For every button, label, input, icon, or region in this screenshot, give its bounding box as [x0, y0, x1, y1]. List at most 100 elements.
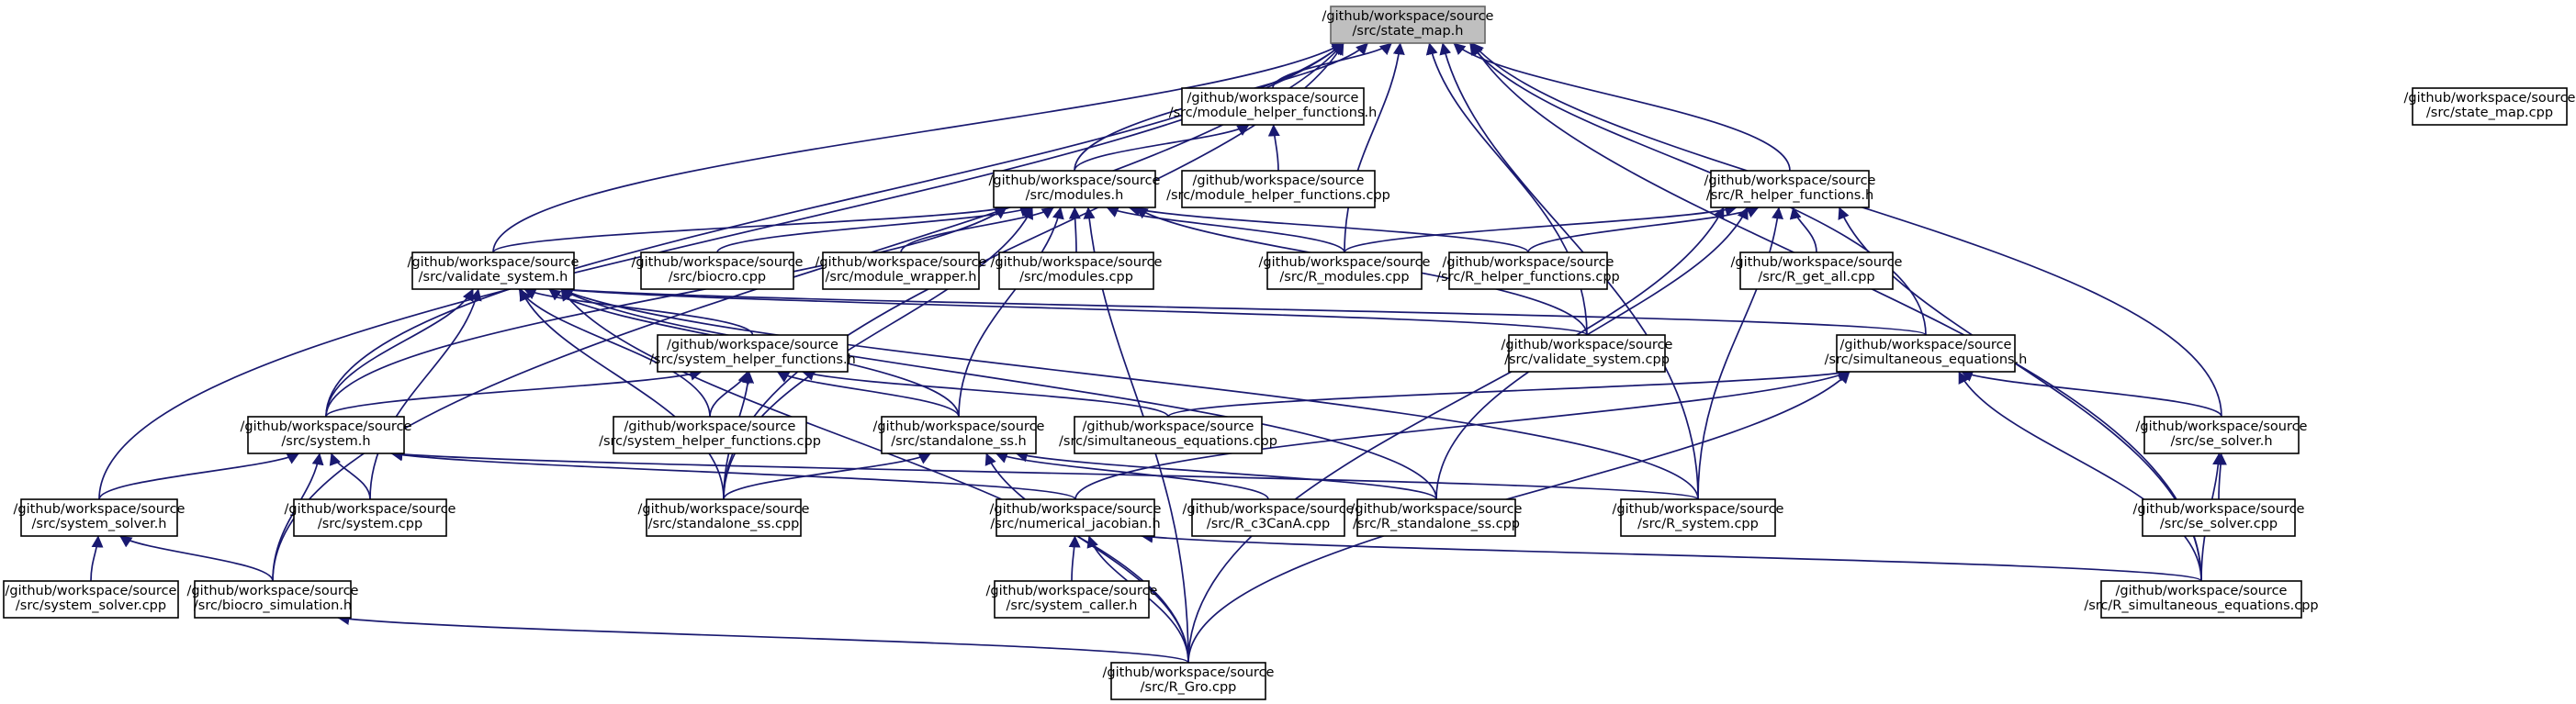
node-box — [1620, 498, 1776, 537]
node-label-line2: /src/R_helper_functions.cpp — [1436, 270, 1620, 285]
node-box — [1191, 498, 1345, 537]
edge-modules_cpp-to-modules_h — [1068, 207, 1081, 253]
node-state_map_h[interactable]: /github/workspace/source/src/state_map.h — [1322, 6, 1494, 44]
node-label-line2: /src/state_map.h — [1353, 24, 1464, 39]
node-label-line2: /src/system_caller.h — [1007, 598, 1138, 613]
node-R_helper_functions_cpp[interactable]: /github/workspace/source/src/R_helper_fu… — [1436, 251, 1620, 290]
node-module_helper_functions_cpp[interactable]: /github/workspace/source/src/module_help… — [1166, 170, 1390, 208]
edge-R_Gro_cpp-to-R_helper_functions_h — [1187, 207, 1725, 664]
node-box — [293, 498, 447, 537]
edge-system_h-to-modules_h — [325, 207, 1007, 418]
edge-validate_system_cpp-to-validate_system_h — [560, 284, 1588, 336]
node-state_map_cpp[interactable]: /github/workspace/source/src/state_map.c… — [2404, 87, 2576, 126]
node-system_caller_h[interactable]: /github/workspace/source/src/system_call… — [986, 580, 1158, 619]
edge-system_caller_h-to-numerical_jacobian_h — [1068, 535, 1081, 582]
node-label-line1: /github/workspace/source — [1259, 255, 1431, 270]
node-system_solver_cpp[interactable]: /github/workspace/source/src/system_solv… — [3, 580, 179, 619]
node-biocro_cpp[interactable]: /github/workspace/source/src/biocro.cpp — [632, 251, 804, 290]
node-R_system_cpp[interactable]: /github/workspace/source/src/R_system.cp… — [1613, 498, 1784, 537]
node-simultaneous_equations_cpp[interactable]: /github/workspace/source/src/simultaneou… — [1059, 416, 1277, 454]
edge-standalone_ss_h-to-system_helper_functions_h — [776, 371, 960, 418]
node-validate_system_h[interactable]: /github/workspace/source/src/validate_sy… — [408, 251, 579, 290]
node-label-line1: /github/workspace/source — [1187, 91, 1359, 106]
node-label-line1: /github/workspace/source — [816, 255, 987, 270]
edge-validate_system_h-to-state_map_h — [492, 42, 1344, 253]
node-box — [2100, 580, 2302, 619]
node-system_helper_functions_h[interactable]: /github/workspace/source/src/system_help… — [649, 334, 856, 373]
node-box — [993, 170, 1156, 208]
node-box — [657, 334, 849, 373]
node-box — [20, 498, 178, 537]
node-R_modules_cpp[interactable]: /github/workspace/source/src/R_modules.c… — [1259, 251, 1431, 290]
edge-R_Gro_cpp-to-biocro_simulation_h — [337, 613, 1189, 664]
node-label-line2: /src/standalone_ss.h — [891, 434, 1027, 449]
node-modules_cpp[interactable]: /github/workspace/source/src/modules.cpp — [991, 251, 1163, 290]
node-modules_h[interactable]: /github/workspace/source/src/modules.h — [989, 170, 1161, 208]
node-system_h[interactable]: /github/workspace/source/src/system.h — [241, 416, 412, 454]
node-system_cpp[interactable]: /github/workspace/source/src/system.cpp — [285, 498, 456, 537]
edge-R_standalone_ss_cpp-to-validate_system_h — [560, 288, 1437, 500]
node-box — [1710, 170, 1870, 208]
edge-R_c3CanA_cpp-to-standalone_ss_h — [995, 452, 1269, 500]
edge-system_cpp-to-validate_system_h — [369, 288, 482, 500]
node-label-line1: /github/workspace/source — [1322, 9, 1494, 24]
node-box — [2142, 498, 2296, 537]
node-validate_system_cpp[interactable]: /github/workspace/source/src/validate_sy… — [1502, 334, 1673, 373]
node-box — [822, 251, 980, 290]
edge-validate_system_h-to-modules_h — [492, 204, 1007, 253]
node-box — [1836, 334, 2016, 373]
node-R_Gro_cpp[interactable]: /github/workspace/source/src/R_Gro.cpp — [1103, 662, 1275, 700]
node-module_helper_functions_h[interactable]: /github/workspace/source/src/module_help… — [1169, 87, 1378, 126]
node-system_helper_functions_cpp[interactable]: /github/workspace/source/src/system_help… — [599, 416, 821, 454]
node-label-line2: /src/R_modules.cpp — [1279, 270, 1409, 285]
node-label-line1: /github/workspace/source — [14, 502, 186, 517]
node-label-line2: /src/R_get_all.cpp — [1758, 270, 1874, 285]
edge-standalone_ss_cpp-to-standalone_ss_h — [723, 453, 931, 500]
node-label-line2: /src/se_solver.h — [2170, 434, 2272, 449]
node-label-line2: /src/system.h — [281, 434, 370, 449]
node-label-line2: /src/system_helper_functions.h — [649, 352, 856, 367]
edge-modules_h-to-module_helper_functions_h — [1074, 124, 1250, 172]
node-label-line1: /github/workspace/source — [624, 419, 796, 434]
node-box — [1356, 498, 1516, 537]
node-label-line1: /github/workspace/source — [986, 584, 1158, 598]
node-label-line1: /github/workspace/source — [1443, 255, 1614, 270]
node-label-line2: /src/system_solver.h — [32, 517, 167, 531]
node-biocro_simulation_h[interactable]: /github/workspace/source/src/biocro_simu… — [187, 580, 359, 619]
node-label-line1: /github/workspace/source — [1613, 502, 1784, 517]
node-label-line1: /github/workspace/source — [638, 502, 810, 517]
edge-R_Gro_cpp-to-standalone_ss_h — [984, 453, 1189, 664]
node-label-line2: /src/R_c3CanA.cpp — [1207, 517, 1330, 531]
node-standalone_ss_h[interactable]: /github/workspace/source/src/standalone_… — [873, 416, 1045, 454]
node-box — [1330, 6, 1486, 44]
node-R_c3CanA_cpp[interactable]: /github/workspace/source/src/R_c3CanA.cp… — [1183, 498, 1355, 537]
node-label-line1: /github/workspace/source — [989, 173, 1161, 188]
node-label-line2: /src/module_helper_functions.h — [1169, 106, 1378, 120]
edge-system_helper_functions_cpp-to-validate_system_h — [518, 288, 711, 418]
node-box — [998, 251, 1154, 290]
node-label-line2: /src/state_map.cpp — [2426, 106, 2553, 120]
node-R_simultaneous_equations_cpp[interactable]: /github/workspace/source/src/R_simultane… — [2084, 580, 2319, 619]
node-label-line1: /github/workspace/source — [408, 255, 579, 270]
node-label-line1: /github/workspace/source — [1351, 502, 1523, 517]
node-R_get_all_cpp[interactable]: /github/workspace/source/src/R_get_all.c… — [1731, 251, 1903, 290]
node-system_solver_h[interactable]: /github/workspace/source/src/system_solv… — [14, 498, 186, 537]
node-box — [2412, 87, 2568, 126]
node-label-line2: /src/biocro.cpp — [669, 270, 766, 285]
node-box — [3, 580, 179, 619]
node-label-line1: /github/workspace/source — [1731, 255, 1903, 270]
node-se_solver_cpp[interactable]: /github/workspace/source/src/se_solver.c… — [2133, 498, 2305, 537]
node-simultaneous_equations_h[interactable]: /github/workspace/source/src/simultaneou… — [1825, 334, 2028, 373]
node-R_standalone_ss_cpp[interactable]: /github/workspace/source/src/R_standalon… — [1351, 498, 1523, 537]
edge-system_h-to-validate_system_h — [325, 288, 474, 418]
node-label-line1: /github/workspace/source — [2133, 502, 2305, 517]
node-numerical_jacobian_h[interactable]: /github/workspace/source/src/numerical_j… — [990, 498, 1162, 537]
edge-se_solver_h-to-simultaneous_equations_h — [1961, 370, 2222, 418]
node-standalone_ss_cpp[interactable]: /github/workspace/source/src/standalone_… — [638, 498, 810, 537]
edge-module_helper_functions_h-to-state_map_h — [1272, 42, 1392, 89]
edge-R_system_cpp-to-validate_system_h — [560, 287, 1699, 500]
node-se_solver_h[interactable]: /github/workspace/source/src/se_solver.h — [2136, 416, 2308, 454]
node-R_helper_functions_h[interactable]: /github/workspace/source/src/R_helper_fu… — [1704, 170, 1876, 208]
node-module_wrapper_h[interactable]: /github/workspace/source/src/module_wrap… — [816, 251, 987, 290]
node-box — [1508, 334, 1666, 373]
